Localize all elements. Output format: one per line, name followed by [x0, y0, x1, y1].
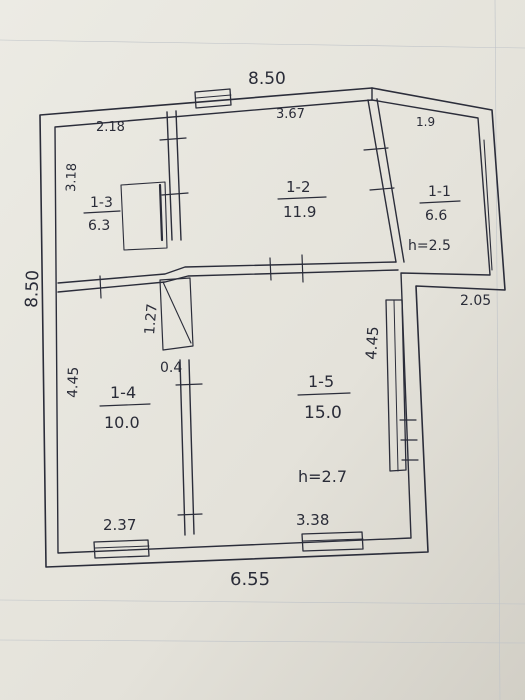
dim-right-lower-segment: 4.45: [362, 326, 382, 361]
room-labels: 1-1 6.6 h=2.5 1-2 11.9 1-3 6.3 1-4 10.0 …: [83, 178, 461, 486]
dim-top-left-segment: 2.18: [96, 120, 125, 135]
room-area: 6.6: [425, 208, 447, 224]
room-area: 11.9: [283, 203, 316, 221]
room-1-4: 1-4 10.0: [99, 383, 151, 432]
tick-marks: [99, 137, 419, 516]
room-area: 10.0: [104, 413, 140, 432]
dim-bottom-left-segment: 2.37: [103, 516, 136, 534]
room-id: 1-1: [428, 184, 451, 200]
room-1-1: 1-1 6.6 h=2.5: [408, 184, 461, 254]
room-height: h=2.7: [298, 467, 347, 486]
room-id: 1-5: [308, 372, 334, 391]
dim-top-right-segment: 1.9: [416, 115, 435, 129]
room-id: 1-4: [110, 383, 136, 402]
dim-bottom-right-segment: 3.38: [296, 511, 329, 529]
dimension-labels: 8.50 2.18 3.67 1.9 3.18 8.50 1.27 0.4 4.…: [22, 69, 491, 590]
room-area: 6.3: [88, 218, 110, 234]
outer-walls: [39, 87, 506, 568]
dim-left-height: 8.50: [22, 270, 43, 309]
room-height: h=2.5: [408, 238, 451, 254]
room-1-5: 1-5 15.0 h=2.7: [297, 372, 351, 486]
dim-left-lower-segment: 4.45: [65, 366, 82, 398]
dim-extension-bottom: 2.05: [460, 293, 491, 309]
room-id: 1-2: [286, 178, 311, 196]
room-1-3: 1-3 6.3: [83, 195, 121, 234]
dim-top-middle-segment: 3.67: [276, 107, 305, 122]
dim-bottom-width: 6.55: [230, 569, 270, 590]
room-id: 1-3: [90, 195, 113, 211]
dim-top-width: 8.50: [248, 69, 286, 89]
windows: [93, 88, 407, 559]
dim-stair-length: 1.27: [142, 303, 161, 335]
interior-walls: [57, 98, 493, 536]
room-area: 15.0: [304, 403, 342, 423]
dim-partition-gap: 0.4: [160, 360, 182, 376]
dim-left-upper-segment: 3.18: [64, 163, 80, 192]
room-1-2: 1-2 11.9: [277, 178, 327, 221]
